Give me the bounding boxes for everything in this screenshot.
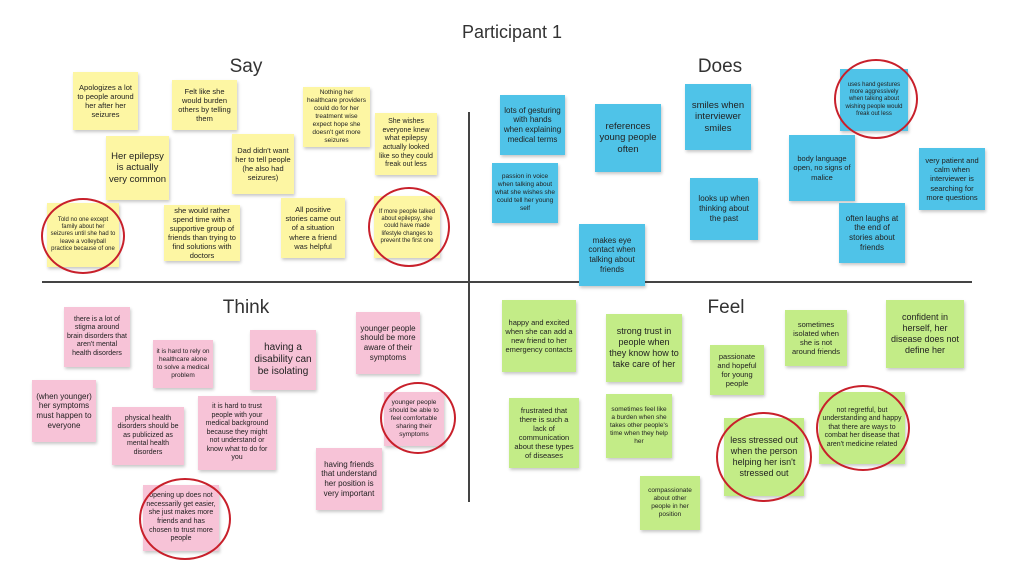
does-quadrant-title: Does [697, 56, 743, 77]
think-note[interactable]: there is a lot of stigma around brain di… [64, 307, 130, 367]
feel-note[interactable]: passionate and hopeful for young people [710, 345, 764, 395]
vertical-divider [468, 112, 470, 502]
say-note[interactable]: If more people talked about epilepsy, sh… [374, 196, 440, 258]
say-note[interactable]: Her epilepsy is actually very common [106, 136, 169, 200]
feel-note[interactable]: confident in herself, her disease does n… [886, 300, 964, 368]
say-note[interactable]: she would rather spend time with a suppo… [164, 205, 240, 261]
say-note[interactable]: Dad didn't want her to tell people (he a… [232, 134, 294, 194]
feel-quadrant-title: Feel [707, 297, 745, 318]
does-note[interactable]: makes eye contact when talking about fri… [579, 224, 645, 286]
horizontal-divider [42, 281, 972, 283]
think-note[interactable]: having a disability can be isolating [250, 330, 316, 390]
say-quadrant-title: Say [229, 56, 263, 77]
does-note[interactable]: passion in voice when talking about what… [492, 163, 558, 223]
say-note[interactable]: Felt like she would burden others by tel… [172, 80, 237, 130]
feel-note[interactable]: not regretful, but understanding and hap… [819, 392, 905, 464]
does-note[interactable]: lots of gesturing with hands when explai… [500, 95, 565, 155]
feel-note[interactable]: compassionate about other people in her … [640, 476, 700, 530]
does-note[interactable]: uses hand gestures more aggressively whe… [840, 69, 908, 131]
say-note[interactable]: All positive stories came out of a situa… [281, 198, 345, 258]
think-note[interactable]: physical health disorders should be as p… [112, 407, 184, 465]
does-note[interactable]: often laughs at the end of stories about… [839, 203, 905, 263]
does-note[interactable]: references young people often [595, 104, 661, 172]
feel-note[interactable]: less stressed out when the person helpin… [724, 418, 804, 496]
page-title: Participant 1 [461, 22, 563, 42]
think-note[interactable]: it is hard to rely on healthcare alone t… [153, 340, 213, 388]
say-note[interactable]: Nothing her healthcare providers could d… [303, 87, 370, 147]
feel-note[interactable]: sometimes feel like a burden when she ta… [606, 394, 672, 458]
think-note[interactable]: younger people should be able to feel co… [384, 392, 444, 446]
say-note[interactable]: Told no one except family about her seiz… [47, 203, 119, 267]
think-note[interactable]: opening up does not necessarily get easi… [143, 485, 219, 551]
think-quadrant-title: Think [222, 297, 270, 318]
feel-note[interactable]: strong trust in people when they know ho… [606, 314, 682, 382]
say-note[interactable]: Apologizes a lot to people around her af… [73, 72, 138, 130]
think-note[interactable]: younger people should be more aware of t… [356, 312, 420, 374]
does-note[interactable]: smiles when interviewer smiles [685, 84, 751, 150]
say-note[interactable]: She wishes everyone knew what epilepsy a… [375, 113, 437, 175]
feel-note[interactable]: happy and excited when she can add a new… [502, 300, 576, 372]
does-note[interactable]: very patient and calm when interviewer i… [919, 148, 985, 210]
feel-note[interactable]: sometimes isolated when she is not aroun… [785, 310, 847, 366]
think-note[interactable]: having friends that understand her posit… [316, 448, 382, 510]
does-note[interactable]: looks up when thinking about the past [690, 178, 758, 240]
think-note[interactable]: it is hard to trust people with your med… [198, 396, 276, 470]
feel-note[interactable]: frustrated that there is such a lack of … [509, 398, 579, 468]
does-note[interactable]: body language open, no signs of malice [789, 135, 855, 201]
think-note[interactable]: (when younger) her symptoms must happen … [32, 380, 96, 442]
